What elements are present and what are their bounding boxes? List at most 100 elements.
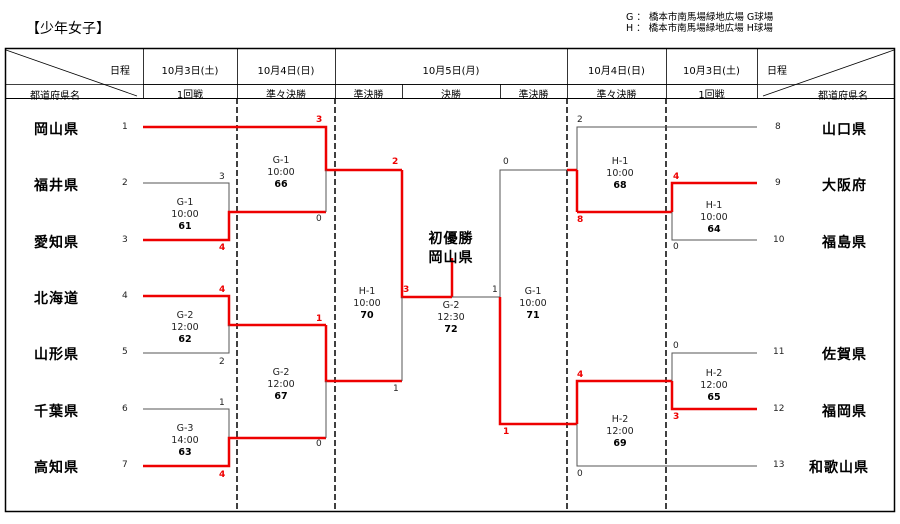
header-date-center: 10月5日(月) [422,66,480,77]
line-fukui [143,182,230,212]
score-m71-bot: 1 [503,427,510,437]
team-left-7: 高知県 [34,460,79,476]
line-qf69-win [575,379,672,424]
team-left-6: 千葉県 [34,404,79,420]
team-right-9: 大阪府 [822,178,867,194]
team-left-4: 北海道 [34,291,79,307]
header-date-right-r1: 10月3日(土) [683,66,740,77]
score-m63-bot: 4 [219,470,226,480]
header-date-left-r1: 10月3日(土) [161,66,219,77]
page-title: 【少年女子】 [26,21,110,37]
score-m62-top: 4 [219,285,226,295]
team-left-1: 岡山県 [34,122,79,138]
round-right-qf: 準々決勝 [596,90,637,101]
score-m67-bot: 0 [316,439,322,449]
header-schedule-right: 日程 [767,66,787,77]
score-m67-top: 1 [316,314,323,324]
score-m61-bot: 4 [219,243,226,253]
seed-left-4: 4 [122,291,128,301]
seed-right-9: 9 [775,178,781,188]
team-left-2: 福井県 [34,178,79,194]
champion-block: 初優勝 岡山県 [411,230,491,268]
team-right-11: 佐賀県 [822,347,867,363]
team-left-3: 愛知県 [34,235,79,251]
score-m65-top: 0 [673,341,679,351]
seed-left-3: 3 [122,235,128,245]
score-m68-top: 2 [577,115,583,125]
score-m71-top: 0 [503,157,509,167]
round-left-sf: 準決勝 [353,90,384,101]
header-schedule-left: 日程 [110,66,130,77]
venue-legend: G ： 橋本市南馬場緑地広場 G球場 H ： 橋本市南馬場緑地広場 H球場 [626,12,773,34]
score-m65-bot: 3 [673,412,680,422]
score-m68-bot: 8 [577,215,584,225]
header-diagonal-left [5,49,138,97]
team-right-12: 福岡県 [822,404,867,420]
bracket-lines [143,125,757,468]
line-sf71-top [499,169,577,297]
line-hokkaido [143,294,326,327]
line-osaka [670,181,757,212]
line-kochi [143,436,326,468]
line-aichi [143,210,326,242]
score-m70-top: 2 [392,157,399,167]
seed-right-12: 12 [773,404,785,414]
team-right-8: 山口県 [822,122,867,138]
line-chiba [143,408,230,438]
round-right-sf: 準決勝 [518,90,549,101]
round-final: 決勝 [441,90,461,101]
round-left-r1: 1回戦 [176,90,204,101]
seed-right-11: 11 [773,347,785,357]
line-qf67-win [324,325,402,383]
line-fukuoka [670,381,757,411]
champion-label: 初優勝 [428,231,474,247]
score-m72-left: 3 [403,285,410,295]
line-okayama [143,125,402,172]
header-prefecture-left: 都道府県名 [30,91,80,102]
score-m70-bot: 1 [393,384,399,394]
seed-left-5: 5 [122,347,128,357]
score-m66-bot: 0 [316,214,322,224]
legend-g: G ： 橋本市南馬場緑地広場 G球場 [626,12,774,23]
team-right-13: 和歌山県 [809,460,869,476]
header-date-right-qf: 10月4日(日) [588,66,645,77]
line-yamagata [143,325,230,354]
score-m66-top: 3 [316,115,323,125]
champion-team: 岡山県 [428,250,474,266]
score-m69-top: 4 [577,370,584,380]
score-m64-bot: 0 [673,242,679,252]
legend-h: H ： 橋本市南馬場緑地広場 H球場 [626,23,773,34]
seed-right-8: 8 [775,122,781,132]
header-prefecture-right: 都道府県名 [818,91,868,102]
line-saga [671,352,757,381]
score-m61-top: 3 [219,172,225,182]
seed-left-2: 2 [122,178,128,188]
line-wakayama [576,424,757,467]
score-m69-bot: 0 [577,469,583,479]
line-fukushima [671,212,757,241]
team-left-5: 山形県 [34,347,79,363]
dashed-dividers [236,98,667,512]
round-left-qf: 準々決勝 [266,90,306,101]
line-sf71-win [498,297,577,426]
seed-left-1: 1 [122,122,128,132]
header-diagonal-right [762,49,895,97]
header-date-left-qf: 10月4日(日) [257,66,315,77]
seed-right-10: 10 [773,235,785,245]
seed-left-7: 7 [122,460,128,470]
seed-left-6: 6 [122,404,128,414]
score-m63-top: 1 [219,398,225,408]
seed-right-13: 13 [773,460,785,470]
